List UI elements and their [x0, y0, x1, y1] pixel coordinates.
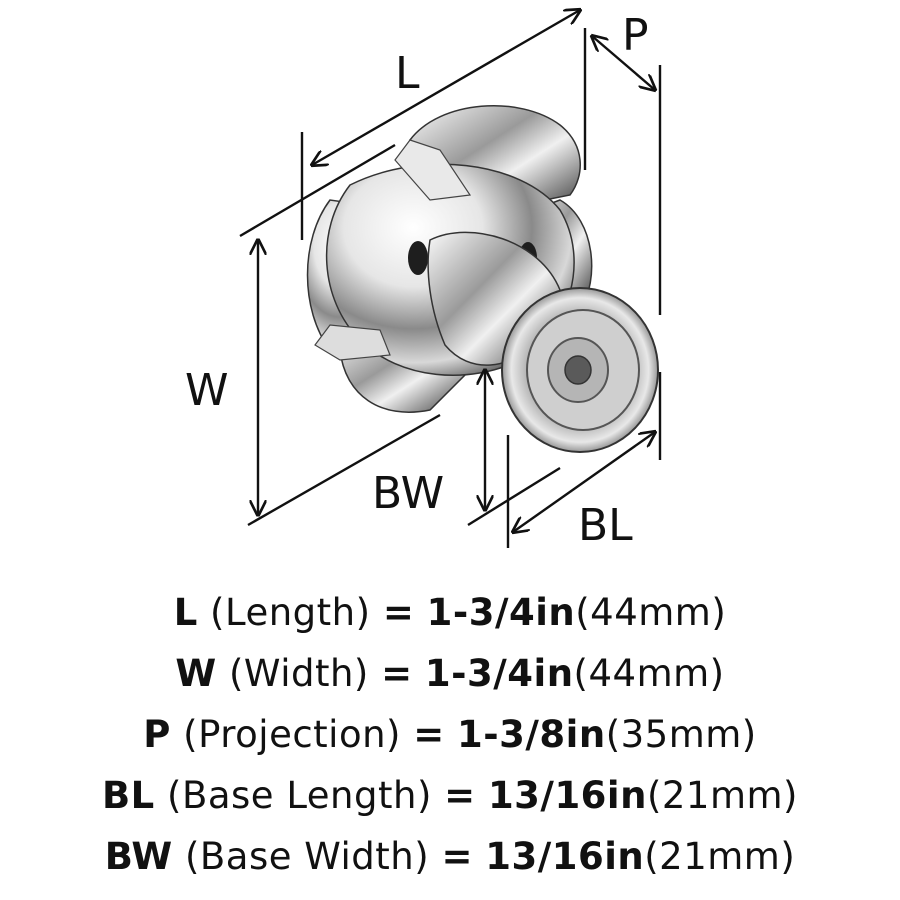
spec-name: (Base Length) [167, 774, 432, 817]
bl-dimension-arrow [513, 432, 655, 532]
spec-base-width: BW (Base Width) = 13/16in(21mm) [0, 826, 900, 887]
bw-extension [467, 466, 561, 527]
knob-cutout-left [408, 241, 428, 275]
dimension-lines [239, 10, 662, 548]
knob-dimension-diagram: L P W BW BL [185, 0, 662, 551]
spec-metric: (44mm) [575, 591, 727, 634]
spec-equals: = [413, 713, 445, 756]
spec-imperial: 1-3/4in [424, 652, 574, 695]
knob-illustration [306, 104, 659, 453]
spec-abbr: BW [104, 835, 173, 878]
spec-width: W (Width) = 1-3/4in(44mm) [0, 643, 900, 704]
spec-base-length: BL (Base Length) = 13/16in(21mm) [0, 765, 900, 826]
spec-abbr: P [143, 713, 171, 756]
w-extension-bottom [247, 413, 441, 527]
spec-metric: (44mm) [573, 652, 725, 695]
spec-projection: P (Projection) = 1-3/8in(35mm) [0, 704, 900, 765]
dimension-spec-list: L (Length) = 1-3/4in(44mm) W (Width) = 1… [0, 582, 900, 887]
spec-imperial: 13/16in [487, 774, 647, 817]
spec-abbr: BL [101, 774, 155, 817]
label-w: W [185, 365, 229, 416]
spec-equals: = [382, 591, 415, 634]
p-dimension-arrow [592, 36, 655, 90]
spec-abbr: W [175, 652, 217, 695]
label-l: L [395, 48, 420, 99]
label-p: P [622, 10, 649, 61]
spec-imperial: 13/16in [485, 835, 645, 878]
spec-equals: = [444, 774, 476, 817]
spec-abbr: L [173, 591, 198, 634]
spec-equals: = [381, 652, 413, 695]
spec-metric: (21mm) [646, 774, 798, 817]
spec-metric: (35mm) [605, 713, 757, 756]
label-bl: BL [578, 500, 633, 551]
spec-imperial: 1-3/4in [426, 591, 576, 634]
spec-name: (Base Width) [184, 835, 430, 878]
knob-leaf-tip-left [314, 324, 391, 361]
knob-screw-hole [564, 355, 592, 385]
label-bw: BW [372, 468, 444, 519]
spec-name: (Projection) [183, 713, 401, 756]
l-dimension-arrow [312, 10, 580, 165]
spec-name: (Width) [228, 652, 369, 695]
spec-imperial: 1-3/8in [457, 713, 606, 756]
spec-length: L (Length) = 1-3/4in(44mm) [0, 582, 900, 643]
spec-metric: (21mm) [644, 835, 796, 878]
spec-name: (Length) [210, 591, 371, 634]
spec-equals: = [441, 835, 473, 878]
w-extension-top [239, 143, 396, 238]
